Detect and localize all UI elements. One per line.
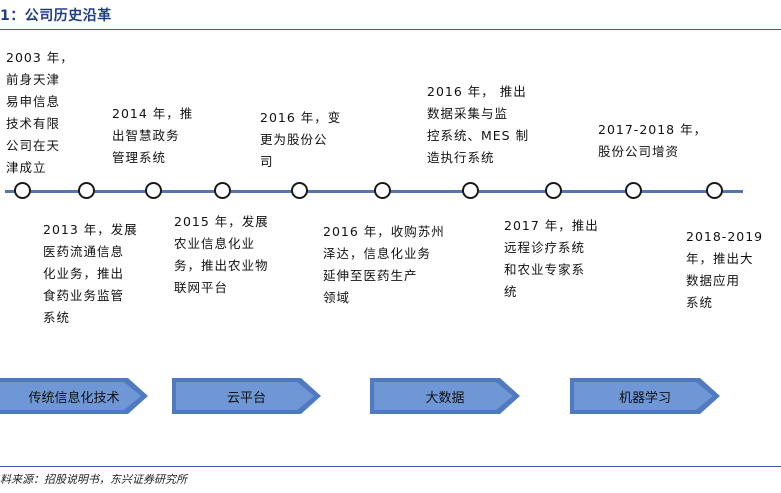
event-2003: 2003 年，前身天津易申信息技术有限公司在天津成立	[6, 50, 74, 175]
phase-label: 机器学习	[618, 390, 671, 406]
event-2017-2018: 2017-2018 年，股份公司增资	[598, 122, 708, 159]
event-2013: 2013 年，发展医药流通信息化业务，推出食药业务监管系统	[43, 222, 138, 325]
header: 1：公司历史沿革	[0, 0, 781, 30]
phase-arrow-machine-learning: 机器学习	[570, 378, 720, 414]
phase-arrow-traditional-it: 传统信息化技术	[0, 378, 148, 414]
timeline-node-2017	[545, 182, 562, 199]
phase-label: 传统信息化技术	[28, 390, 120, 406]
timeline-node-2014	[145, 182, 162, 199]
top-divider	[0, 29, 781, 30]
event-2016-mes: 2016 年， 推出数据采集与监控系统、MES 制造执行系统	[427, 84, 530, 165]
arrow-shape	[570, 378, 720, 414]
phase-arrow-big-data: 大数据	[370, 378, 520, 414]
source-note: 料来源：招股说明书，东兴证券研究所	[0, 473, 187, 486]
bottom-divider	[0, 466, 781, 467]
event-2017: 2017 年，推出远程诊疗系统和农业专家系统	[504, 218, 599, 299]
timeline-node-2016a	[291, 182, 308, 199]
phase-label: 大数据	[425, 390, 465, 406]
arrow-shape	[0, 378, 148, 414]
timeline-node-2016c	[462, 182, 479, 199]
event-2016-acquisition: 2016 年，收购苏州泽达，信息化业务延伸至医药生产领域	[323, 224, 445, 305]
phase-arrow-cloud: 云平台	[172, 378, 321, 414]
timeline-node-2016b	[374, 182, 391, 199]
timeline-node-2015	[214, 182, 231, 199]
timeline-node-2013	[78, 182, 95, 199]
event-2015: 2015 年，发展农业信息化业务，推出农业物联网平台	[174, 214, 269, 295]
phase-label: 云平台	[226, 390, 266, 406]
page-title: 1：公司历史沿革	[0, 8, 112, 24]
arrow-shape	[172, 378, 321, 414]
timeline-node-2018-2019	[706, 182, 723, 199]
event-2016-shareholding: 2016 年，变更为股份公司	[260, 110, 342, 169]
timeline-node-2003	[14, 182, 31, 199]
arrow-shape	[370, 378, 520, 414]
timeline-node-2017-2018	[625, 182, 642, 199]
event-2014: 2014 年，推出智慧政务管理系统	[112, 106, 194, 165]
